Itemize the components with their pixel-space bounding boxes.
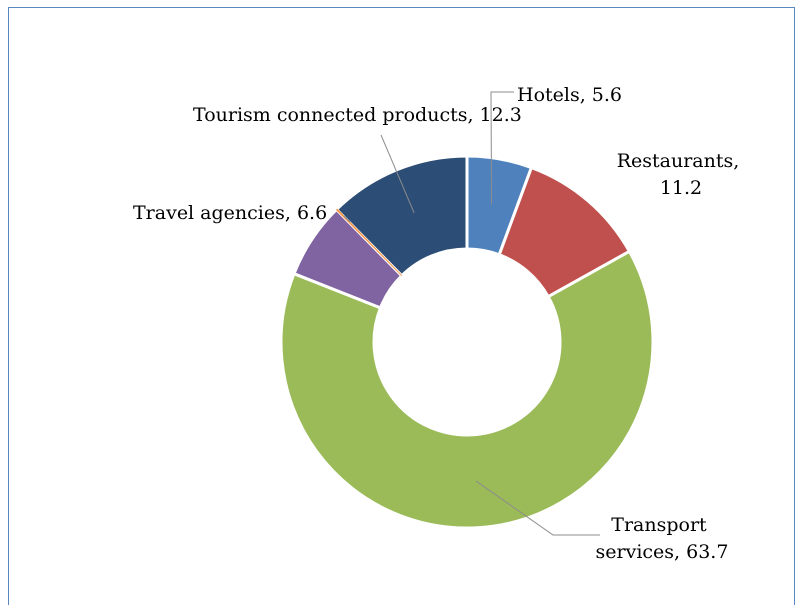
slice-tourism [334, 154, 469, 278]
label-restaurants-line2: 11.2 [660, 177, 702, 199]
leader-hotels [490, 91, 514, 205]
label-restaurants: Restaurants, 11.2 [617, 150, 746, 199]
label-travel-agencies: Travel agencies, 6.6 [133, 202, 327, 224]
label-restaurants-line1: Restaurants, [617, 150, 740, 172]
leader-travel [343, 215, 351, 223]
label-hotels: Hotels, 5.6 [517, 84, 622, 106]
label-transport-line2: services, 63.7 [596, 541, 729, 563]
leader-tourism [380, 134, 415, 214]
slice-other-sliver [335, 208, 403, 276]
leader-transport [475, 480, 600, 536]
slices-group [279, 154, 655, 530]
label-transport: Transport services, 63.7 [596, 514, 729, 563]
slice-transport [279, 249, 655, 530]
label-transport-line1: Transport [611, 514, 707, 536]
leader-lines [343, 91, 600, 536]
label-tourism: Tourism connected products, 12.3 [193, 104, 522, 126]
